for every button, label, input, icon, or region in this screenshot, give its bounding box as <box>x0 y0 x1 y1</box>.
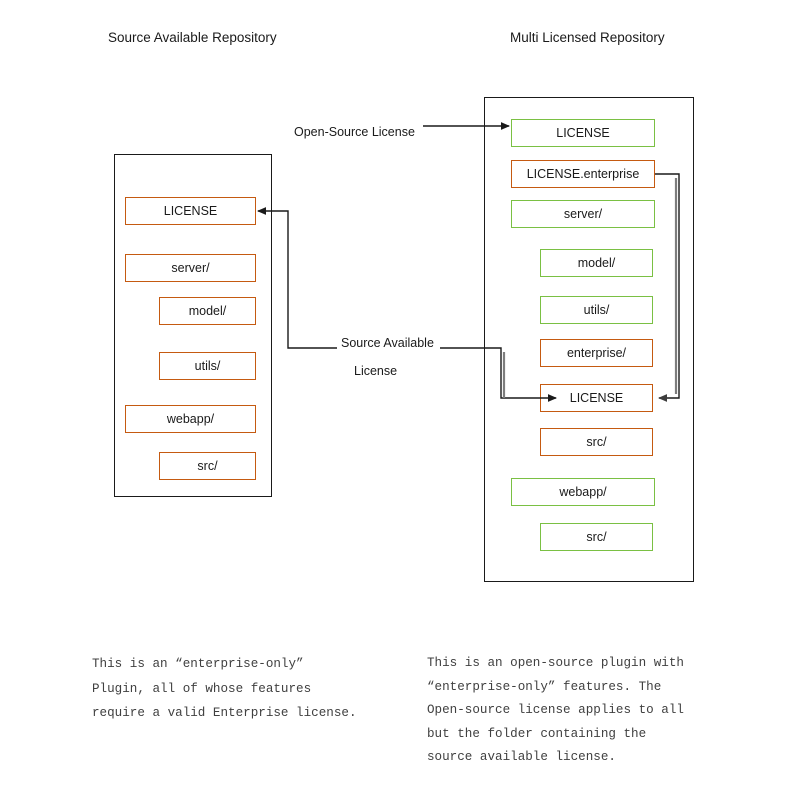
file-label: server/ <box>563 207 603 221</box>
file-label: LICENSE.enterprise <box>526 167 640 181</box>
right-caption: This is an open-source plugin with “ente… <box>427 656 684 764</box>
right-file-webapp-8[interactable]: webapp/ <box>511 478 655 506</box>
left-file-src-5[interactable]: src/ <box>159 452 256 480</box>
file-label: webapp/ <box>559 485 607 499</box>
file-label: server/ <box>171 261 210 275</box>
left-file-utils-3[interactable]: utils/ <box>159 352 256 380</box>
file-label: src/ <box>197 459 218 473</box>
left-file-model-2[interactable]: model/ <box>159 297 256 325</box>
file-label: utils/ <box>194 359 221 373</box>
label-open-source-license: Open-Source License <box>294 125 415 139</box>
label-source-available-line2: License <box>354 364 398 378</box>
file-label: LICENSE <box>556 126 610 140</box>
right-file-src-7[interactable]: src/ <box>540 428 653 456</box>
right-file-license-6[interactable]: LICENSE <box>540 384 653 412</box>
file-label: model/ <box>188 304 227 318</box>
file-label: src/ <box>586 530 607 544</box>
right-file-license-0[interactable]: LICENSE <box>511 119 655 147</box>
left-file-license-0[interactable]: LICENSE <box>125 197 256 225</box>
right-file-server-2[interactable]: server/ <box>511 200 655 228</box>
right-file-src-9[interactable]: src/ <box>540 523 653 551</box>
left-file-webapp-4[interactable]: webapp/ <box>125 405 256 433</box>
file-label: LICENSE <box>163 204 218 218</box>
right-file-enterprise-5[interactable]: enterprise/ <box>540 339 653 367</box>
right-file-model-3[interactable]: model/ <box>540 249 653 277</box>
right-file-utils-4[interactable]: utils/ <box>540 296 653 324</box>
left-file-server-1[interactable]: server/ <box>125 254 256 282</box>
file-label: utils/ <box>583 303 610 317</box>
file-label: LICENSE <box>569 391 624 405</box>
label-source-available-line1: Source Available <box>341 336 434 350</box>
file-label: webapp/ <box>166 412 215 426</box>
right-repository-title: Multi Licensed Repository <box>510 30 665 45</box>
file-label: src/ <box>586 435 607 449</box>
file-label: enterprise/ <box>566 346 627 360</box>
left-repository-title: Source Available Repository <box>108 30 277 45</box>
file-label: model/ <box>577 256 616 270</box>
right-file-license-enterprise-1[interactable]: LICENSE.enterprise <box>511 160 655 188</box>
left-caption: This is an “enterprise-only” Plugin, all… <box>92 657 357 720</box>
